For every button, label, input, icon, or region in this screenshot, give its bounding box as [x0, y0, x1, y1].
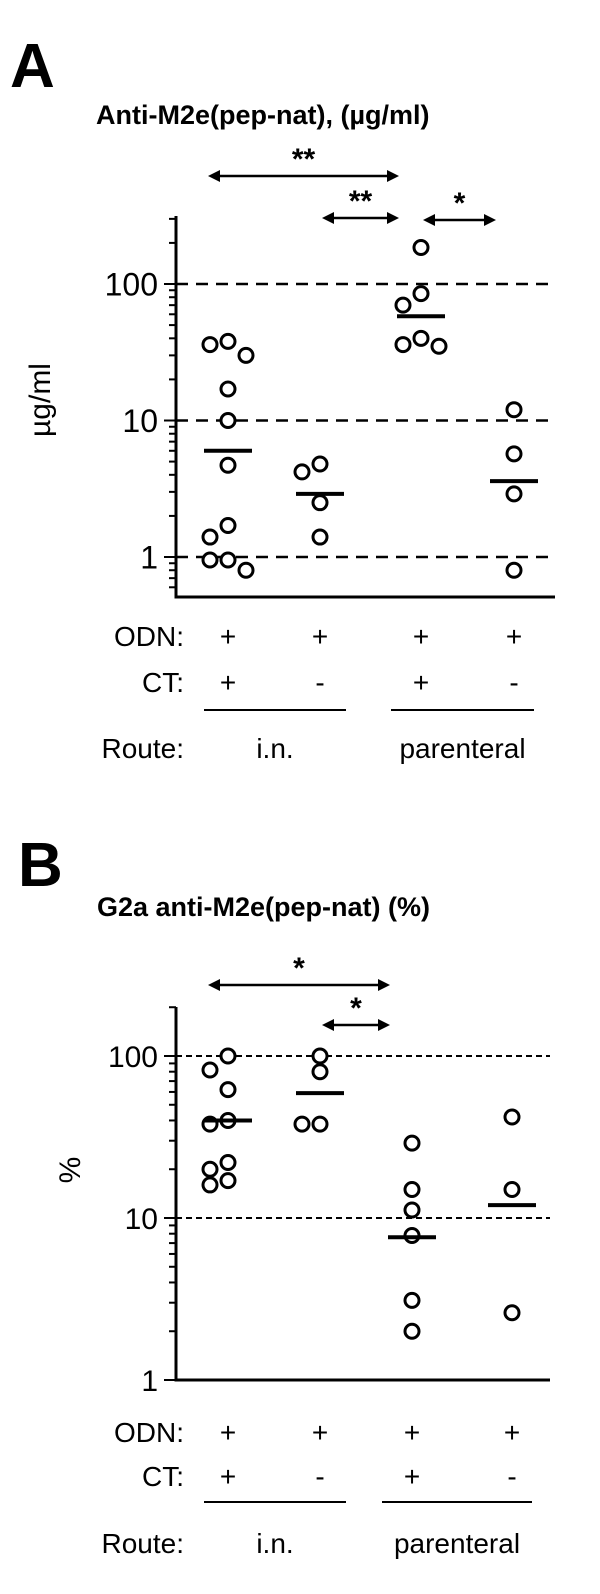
- data-point: [237, 346, 255, 364]
- significance-arrowhead-right: [378, 1019, 390, 1031]
- route-label-parenteral: parenteral: [399, 733, 525, 764]
- panel-b-title: G2a anti-M2e(pep-nat) (%): [97, 892, 431, 922]
- data-point: [403, 1180, 421, 1198]
- route-row-label: Route:: [102, 733, 185, 764]
- data-point: [293, 1115, 311, 1133]
- ct-value: +: [220, 667, 236, 698]
- odn-value: +: [312, 621, 328, 652]
- panel-b-chart: 1 10 100% + + + - + + + - ODN: CT: Route: i.n. parenter…: [54, 952, 550, 1559]
- panel-a-letter: A: [10, 32, 55, 101]
- odn-row-label: ODN:: [114, 621, 184, 652]
- data-point: [505, 445, 523, 463]
- y-tick-label: 10: [125, 1203, 158, 1236]
- significance-arrowhead-right: [387, 170, 399, 182]
- data-point: [219, 412, 237, 429]
- data-point: [201, 1061, 219, 1079]
- panel-a-title: Anti-M2e(pep-nat), (µg/ml): [96, 100, 430, 130]
- data-point: [219, 380, 237, 398]
- y-tick-label: 1: [140, 540, 158, 576]
- route-row-label: Route:: [102, 1528, 185, 1559]
- data-point: [201, 1176, 219, 1194]
- ct-value: -: [315, 1461, 324, 1492]
- ct-value: -: [507, 1461, 516, 1492]
- data-point: [293, 463, 311, 481]
- data-point: [311, 528, 329, 546]
- data-point: [403, 1201, 421, 1219]
- odn-row-label: ODN:: [114, 1417, 184, 1448]
- significance-arrowhead-right: [378, 979, 390, 991]
- significance-label: **: [292, 143, 316, 176]
- significance-arrowhead-right: [387, 212, 399, 224]
- y-tick-label: 100: [105, 267, 158, 303]
- odn-value: +: [404, 1417, 420, 1448]
- route-label-parenteral: parenteral: [394, 1528, 520, 1559]
- y-tick-label: 100: [108, 1041, 158, 1074]
- ct-value: -: [509, 667, 518, 698]
- panel-b-letter: B: [18, 831, 63, 900]
- data-point: [412, 239, 430, 257]
- data-point: [503, 1304, 521, 1322]
- data-point: [412, 285, 430, 303]
- ct-value: +: [413, 667, 429, 698]
- data-point: [201, 528, 219, 546]
- route-label-in: i.n.: [256, 1528, 293, 1559]
- significance-label: *: [293, 952, 305, 985]
- data-point: [505, 401, 523, 419]
- data-point: [201, 551, 219, 569]
- significance-arrowhead-right: [484, 214, 496, 226]
- odn-value: +: [413, 621, 429, 652]
- data-point: [505, 561, 523, 579]
- data-point: [311, 455, 329, 473]
- ct-value: +: [220, 1461, 236, 1492]
- data-point: [394, 296, 412, 314]
- data-point: [311, 1063, 329, 1081]
- ct-value: +: [404, 1461, 420, 1492]
- data-point: [503, 1108, 521, 1126]
- data-point: [503, 1180, 521, 1198]
- data-point: [219, 1154, 237, 1172]
- significance-label: *: [350, 992, 362, 1025]
- data-point: [237, 561, 255, 579]
- data-point: [219, 551, 237, 569]
- data-point: [219, 456, 237, 474]
- data-point: [505, 485, 523, 503]
- data-point: [201, 1160, 219, 1178]
- data-point: [219, 1172, 237, 1190]
- odn-value: +: [506, 621, 522, 652]
- ct-value: -: [315, 667, 324, 698]
- data-point: [311, 1115, 329, 1133]
- y-tick-label: 1: [141, 1365, 158, 1398]
- y-tick-label: 10: [122, 403, 158, 439]
- data-point: [394, 336, 412, 354]
- data-point: [201, 336, 219, 354]
- odn-value: +: [312, 1417, 328, 1448]
- data-point: [219, 332, 237, 350]
- significance-arrowhead-left: [322, 1019, 334, 1031]
- ct-row-label: CT:: [142, 1461, 184, 1492]
- odn-value: +: [504, 1417, 520, 1448]
- data-point: [311, 1047, 329, 1065]
- data-point: [311, 494, 329, 512]
- data-point: [403, 1291, 421, 1309]
- data-point: [219, 517, 237, 535]
- data-point: [403, 1322, 421, 1340]
- data-point: [430, 337, 448, 355]
- ct-row-label: CT:: [142, 667, 184, 698]
- data-point: [219, 1081, 237, 1099]
- data-point: [412, 329, 430, 347]
- odn-value: +: [220, 621, 236, 652]
- significance-arrowhead-left: [423, 214, 435, 226]
- significance-arrowhead-left: [208, 979, 220, 991]
- data-point: [403, 1134, 421, 1152]
- data-point: [219, 1047, 237, 1065]
- route-label-in: i.n.: [256, 733, 293, 764]
- panel-a-chart: 1 10 100 µg/ml + + + - + + + - ODN: CT: Route: i.n. pare…: [24, 143, 555, 764]
- significance-arrowhead-left: [322, 212, 334, 224]
- y-axis-label: µg/ml: [24, 363, 57, 437]
- y-axis-label: %: [54, 1157, 87, 1184]
- odn-value: +: [220, 1417, 236, 1448]
- significance-arrowhead-left: [208, 170, 220, 182]
- significance-label: *: [454, 187, 466, 220]
- significance-label: **: [349, 185, 373, 218]
